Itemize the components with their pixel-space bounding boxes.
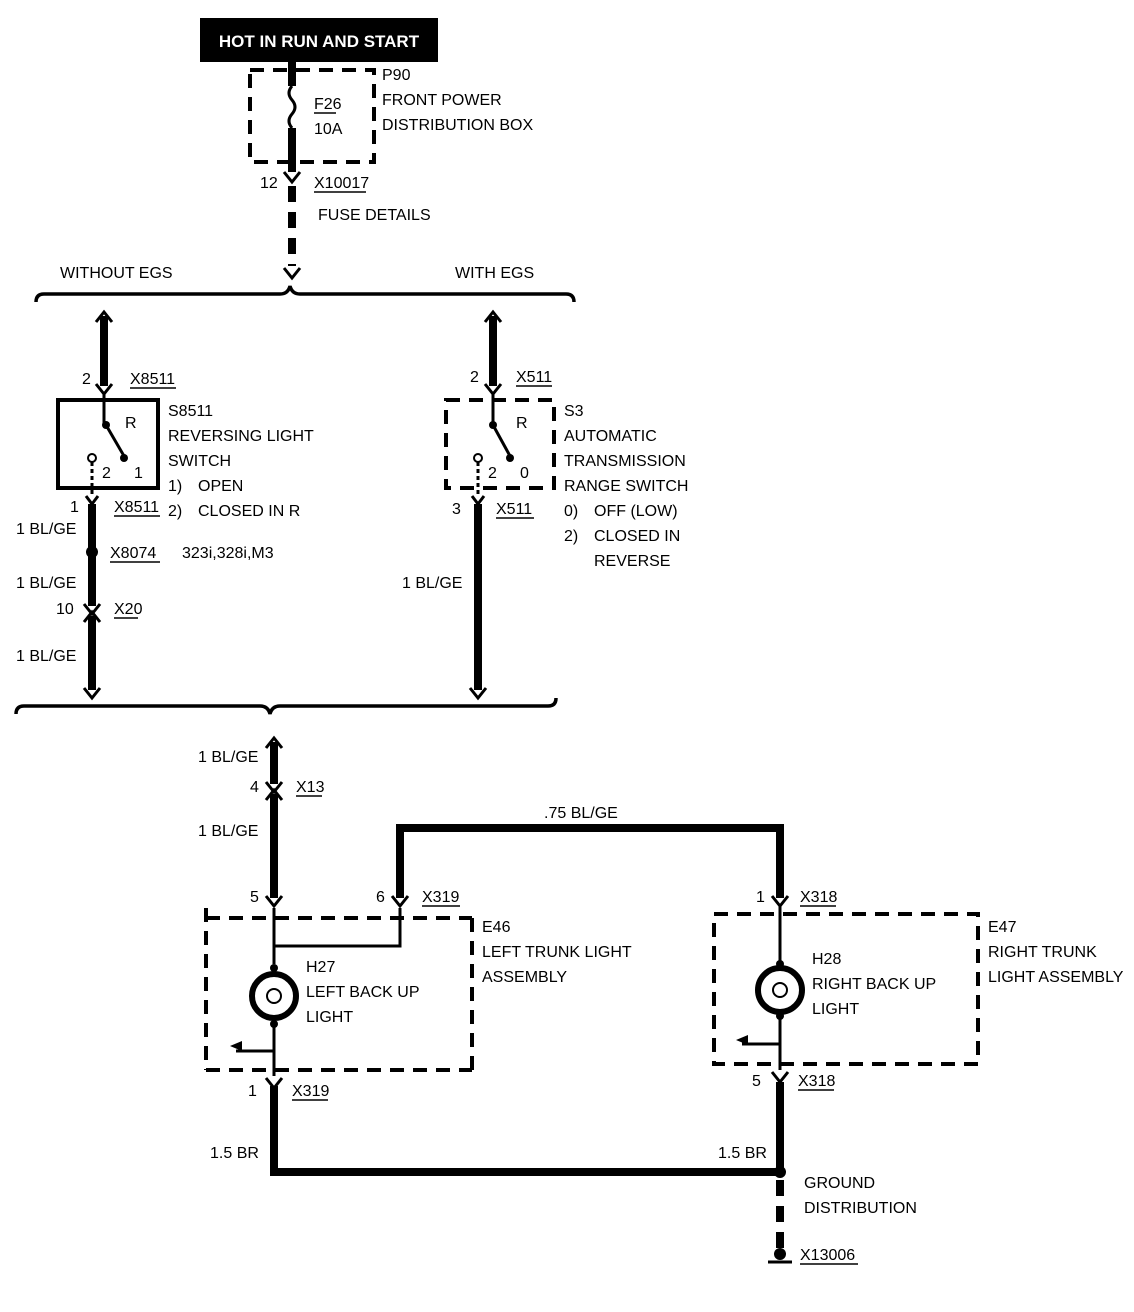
ground-wiring: 1.5 BR 1.5 BR GROUND DISTRIBUTION X13006 xyxy=(210,1082,917,1265)
range-switch: 2 X511 R 2 0 S3 AUTOMATIC TRANSMISSION R… xyxy=(402,309,688,701)
s3-pos-2: 2 xyxy=(488,465,497,482)
fuse-details-label: FUSE DETAILS xyxy=(318,207,431,224)
cross-wire-label: .75 BL/GE xyxy=(544,805,618,822)
s8511-pos-2: 2 xyxy=(102,465,111,482)
s3-state0: 0) xyxy=(564,503,578,520)
fuse-icon xyxy=(287,85,297,129)
x319-pin6: 6 xyxy=(376,889,385,906)
splice-note: 323i,328i,M3 xyxy=(182,545,274,562)
s3-id: S3 xyxy=(564,403,584,420)
s3-pos-r: R xyxy=(516,415,528,432)
fuse-box: F26 10A P90 FRONT POWER DISTRIBUTION BOX xyxy=(248,62,533,172)
fuse-box-id: P90 xyxy=(382,67,411,84)
wire-trunk-mid: 1 BL/GE xyxy=(198,823,258,840)
s3-name-1: AUTOMATIC xyxy=(564,428,657,445)
reversing-light-switch: 2 X8511 R 2 1 S8511 REVERSING LIGHT SWIT… xyxy=(16,309,314,701)
connector-x20: X20 xyxy=(114,601,143,618)
s8511-state1: 1) xyxy=(168,478,182,495)
h28-line2: LIGHT xyxy=(812,1001,859,1018)
e46-id: E46 xyxy=(482,919,511,936)
wire-left-1: 1 BL/GE xyxy=(16,521,76,538)
right-trunk-light-assembly: H28 RIGHT BACK UP LIGHT E47 RIGHT TRUNK … xyxy=(712,906,1124,1091)
e47-name-2: LIGHT ASSEMBLY xyxy=(988,969,1124,986)
bulb-icon xyxy=(755,965,805,1015)
fuse-box-name-2: DISTRIBUTION BOX xyxy=(382,117,533,134)
connector-x10017: 12 X10017 FUSE DETAILS xyxy=(260,171,431,281)
e47-bottom-connector: X318 xyxy=(798,1073,835,1090)
branch-brace-bottom xyxy=(14,697,558,715)
s3-pos-0: 0 xyxy=(520,465,529,482)
s3-state0-text: OFF (LOW) xyxy=(594,503,678,520)
connector-x318-top: X318 xyxy=(800,889,837,906)
wire-right: 1 BL/GE xyxy=(402,575,462,592)
s3-name-3: RANGE SWITCH xyxy=(564,478,688,495)
s8511-pos-r: R xyxy=(125,415,137,432)
s8511-pos-1: 1 xyxy=(134,465,143,482)
h27-line1: LEFT BACK UP xyxy=(306,984,420,1001)
trunk-feed: 1 BL/GE 4 X13 1 BL/GE 5 xyxy=(198,735,325,909)
h28-line1: RIGHT BACK UP xyxy=(812,976,936,993)
power-source: HOT IN RUN AND START xyxy=(200,18,438,62)
s3-state2: 2) xyxy=(564,528,578,545)
s3-state2-text-2: REVERSE xyxy=(594,553,670,570)
h27-id: H27 xyxy=(306,959,335,976)
bulb-icon xyxy=(249,971,299,1021)
s8511-name-1: REVERSING LIGHT xyxy=(168,428,314,445)
s8511-bottom-pin: 1 xyxy=(70,499,79,516)
s3-top-pin: 2 xyxy=(470,369,479,386)
s3-bottom-connector: X511 xyxy=(496,501,532,518)
fuse-box-name-1: FRONT POWER xyxy=(382,92,502,109)
s3-bottom-pin: 3 xyxy=(452,501,461,518)
s3-state2-text-1: CLOSED IN xyxy=(594,528,680,545)
e46-name-2: ASSEMBLY xyxy=(482,969,567,986)
h27-line2: LIGHT xyxy=(306,1009,353,1026)
power-label: HOT IN RUN AND START xyxy=(219,32,420,51)
ground-wire-left: 1.5 BR xyxy=(210,1145,259,1162)
s8511-name-2: SWITCH xyxy=(168,453,231,470)
connector-x13: X13 xyxy=(296,779,325,796)
left-trunk-light-assembly: H27 LEFT BACK UP LIGHT E46 LEFT TRUNK LI… xyxy=(204,908,632,1101)
branch-without-egs: WITHOUT EGS xyxy=(60,265,173,282)
fuse-id: F26 xyxy=(314,96,342,113)
e46-bottom-pin: 1 xyxy=(248,1083,257,1100)
x318-pin1: 1 xyxy=(756,889,765,906)
wire-left-3: 1 BL/GE xyxy=(16,648,76,665)
e47-id: E47 xyxy=(988,919,1017,936)
s8511-bottom-connector: X8511 xyxy=(114,499,159,516)
s8511-state1-text: OPEN xyxy=(198,478,243,495)
e46-name-1: LEFT TRUNK LIGHT xyxy=(482,944,632,961)
s8511-state2: 2) xyxy=(168,503,182,520)
ground-point: X13006 xyxy=(800,1247,855,1264)
ground-label-2: DISTRIBUTION xyxy=(804,1200,917,1217)
splice-x8074: X8074 xyxy=(110,545,156,562)
x319-pin5: 5 xyxy=(250,889,259,906)
pin-12: 12 xyxy=(260,175,278,192)
h28-id: H28 xyxy=(812,951,841,968)
wire-trunk-top: 1 BL/GE xyxy=(198,749,258,766)
cross-wire: .75 BL/GE 6 X319 1 X318 xyxy=(376,805,837,909)
fuse-rating: 10A xyxy=(314,121,343,138)
s8511-state2-text: CLOSED IN R xyxy=(198,503,300,520)
e47-bottom-pin: 5 xyxy=(752,1073,761,1090)
s8511-top-connector: X8511 xyxy=(130,371,175,388)
x20-pin: 10 xyxy=(56,601,74,618)
branch-brace-top: WITHOUT EGS WITH EGS xyxy=(34,265,576,303)
s3-name-2: TRANSMISSION xyxy=(564,453,686,470)
ground-wire-right: 1.5 BR xyxy=(718,1145,767,1162)
s8511-top-pin: 2 xyxy=(82,371,91,388)
s3-top-connector: X511 xyxy=(516,369,552,386)
e47-name-1: RIGHT TRUNK xyxy=(988,944,1097,961)
wire-left-2: 1 BL/GE xyxy=(16,575,76,592)
case-ground-icon xyxy=(230,1041,242,1051)
ground-icon xyxy=(768,1248,792,1264)
s8511-id: S8511 xyxy=(168,403,213,420)
e46-bottom-connector: X319 xyxy=(292,1083,329,1100)
branch-with-egs: WITH EGS xyxy=(455,265,534,282)
connector-x319-top: X319 xyxy=(422,889,459,906)
x13-pin: 4 xyxy=(250,779,259,796)
connector-label-x10017: X10017 xyxy=(314,175,369,192)
ground-label-1: GROUND xyxy=(804,1175,875,1192)
